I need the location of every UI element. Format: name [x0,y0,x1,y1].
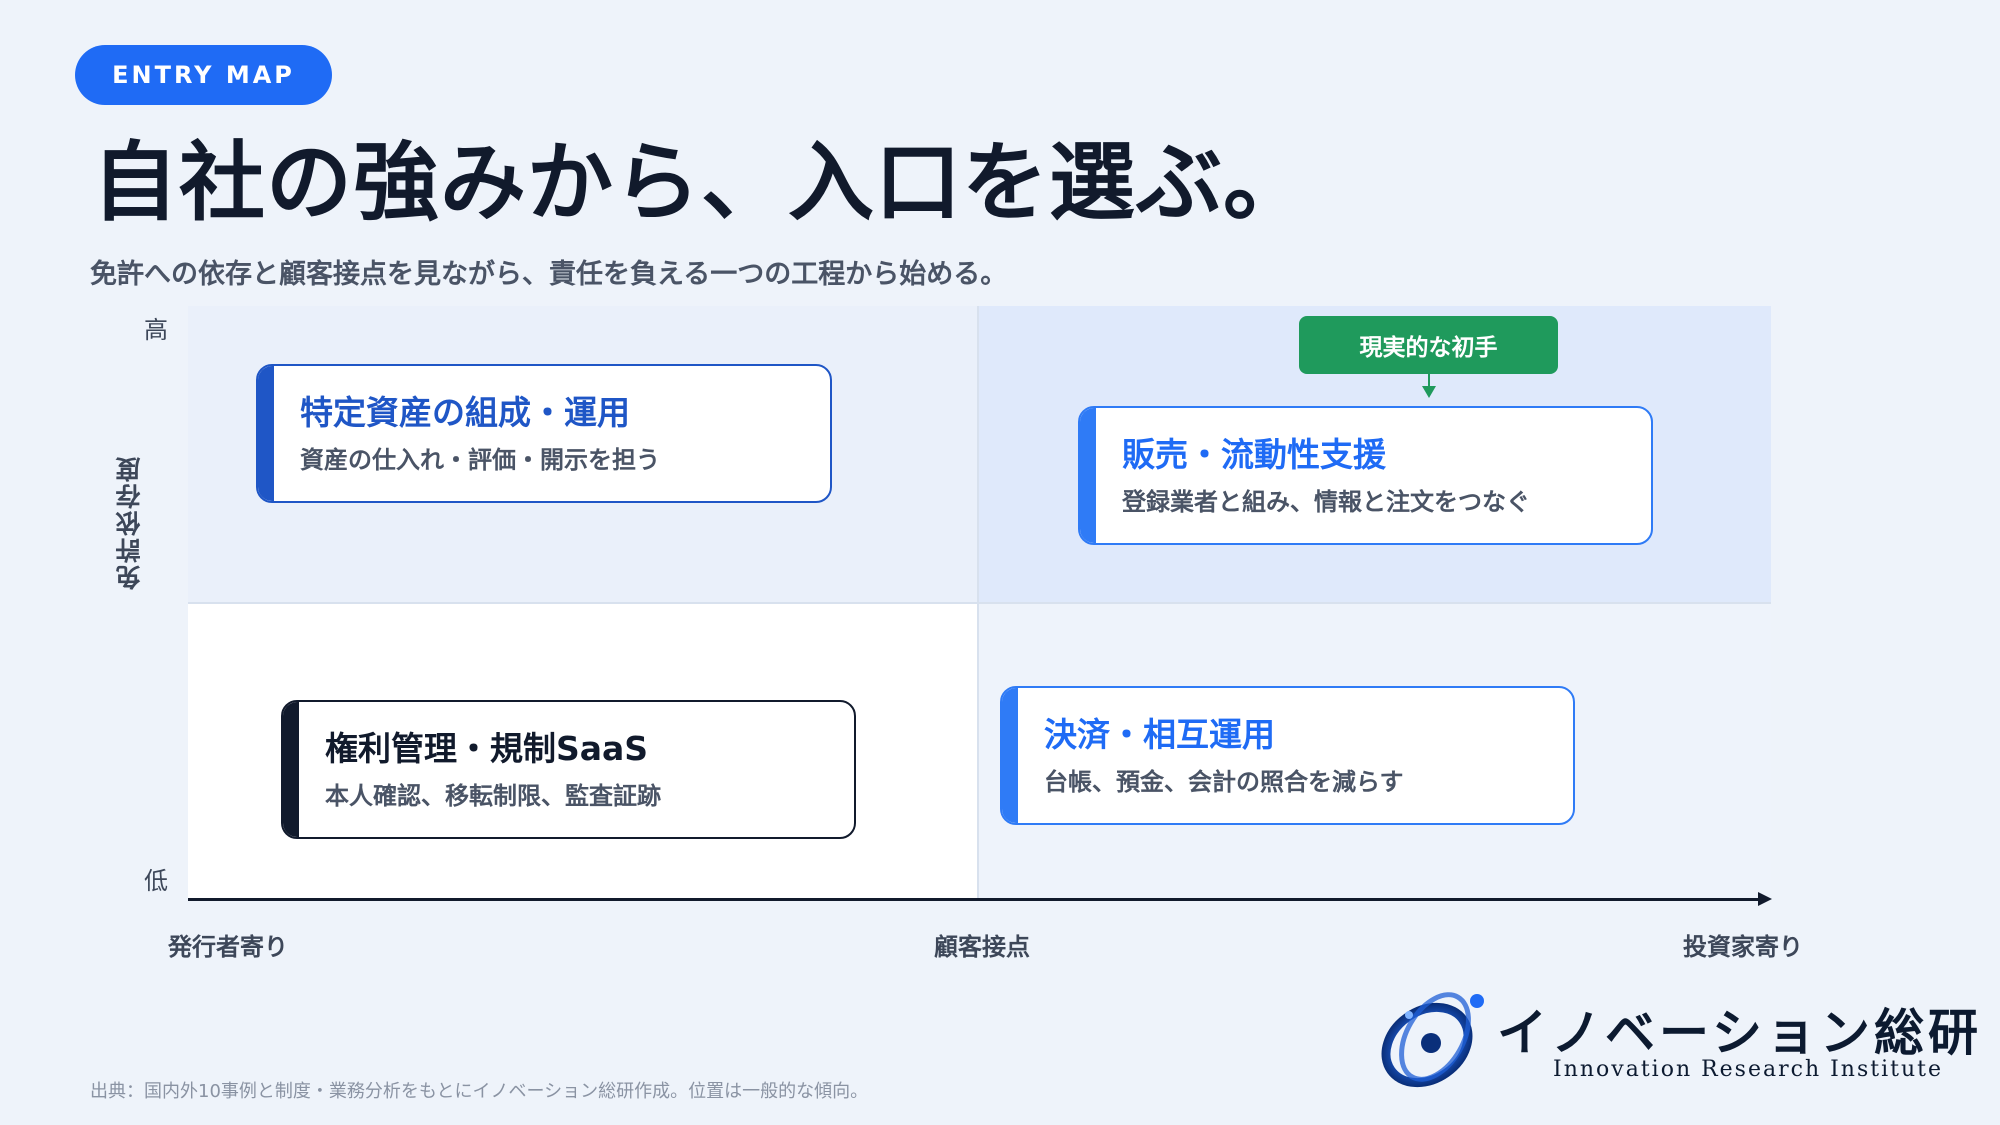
card-title: 権利管理・規制SaaS [325,729,649,768]
card-accent-bar [258,366,274,501]
page-subtitle: 免許への依存と顧客接点を見ながら、責任を負える一つの工程から始める。 [90,259,1008,290]
y-axis-low-label: 低 [144,867,168,895]
card-description: 資産の仕入れ・評価・開示を担う [300,446,660,474]
x-axis-arrow-icon [1758,892,1772,906]
tag-pointer-arrow-icon [1422,386,1436,398]
y-axis-high-label: 高 [144,316,168,344]
tag-pointer-stem [1428,374,1430,388]
x-axis-right-label: 投資家寄り [1683,933,1803,961]
card-accent-bar [1080,408,1096,543]
horizontal-divider [188,602,1771,604]
card-asset-origination: 特定資産の組成・運用 資産の仕入れ・評価・開示を担う [256,364,832,503]
card-rights-management-saas: 権利管理・規制SaaS 本人確認、移転制限、監査証跡 [281,700,856,839]
card-sales-liquidity: 販売・流動性支援 登録業者と組み、情報と注文をつなぐ [1078,406,1653,545]
card-description: 台帳、預金、会計の照合を減らす [1044,768,1404,796]
logo-name-jp: イノベーション総研 [1497,1003,1982,1062]
card-description: 登録業者と組み、情報と注文をつなぐ [1122,488,1530,516]
entry-map-badge: ENTRY MAP [75,45,332,105]
card-accent-bar [283,702,299,837]
x-axis-center-label: 顧客接点 [934,933,1030,961]
logo-orbit-icon [1381,992,1484,1088]
x-axis-left-label: 発行者寄り [168,933,288,961]
logo-name-en: Innovation Research Institute [1553,1057,1944,1082]
card-description: 本人確認、移転制限、監査証跡 [325,782,661,810]
page-title: 自社の強みから、入口を選ぶ。 [92,133,1310,233]
card-accent-bar [1002,688,1018,823]
card-title: 決済・相互運用 [1044,715,1275,754]
card-title: 特定資産の組成・運用 [300,393,630,432]
y-axis-title: 免許依存度 [115,455,144,590]
x-axis-line [188,898,1762,901]
recommended-tag: 現実的な初手 [1299,316,1558,374]
source-note: 出典：国内外10事例と制度・業務分析をもとにイノベーション総研作成。位置は一般的… [90,1081,869,1102]
card-title: 販売・流動性支援 [1122,435,1386,474]
card-settlement-interop: 決済・相互運用 台帳、預金、会計の照合を減らす [1000,686,1575,825]
